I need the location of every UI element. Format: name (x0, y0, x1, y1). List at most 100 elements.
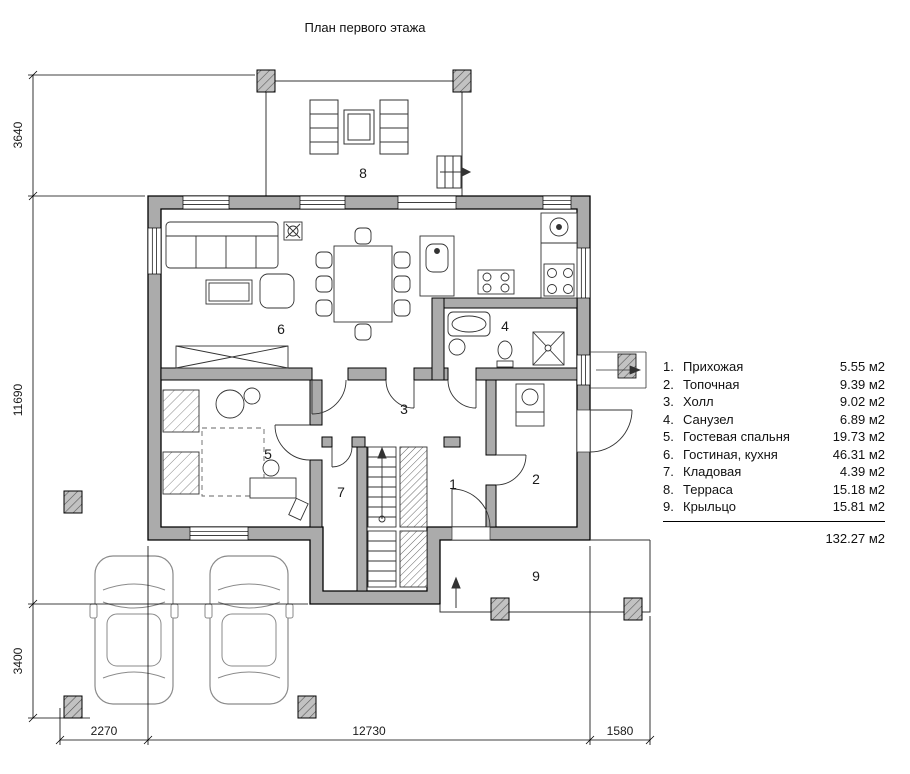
legend-total-area: 132.27 м2 (663, 520, 885, 546)
stool (288, 497, 309, 521)
legend-item-number: 6. (663, 446, 674, 462)
window (189, 526, 249, 541)
dining-table (315, 227, 411, 341)
windows (147, 195, 591, 541)
dimension-bottom: 2270 12730 1580 (55, 546, 655, 745)
porch-column (490, 597, 510, 621)
legend-item-area: 15.18 м2 (832, 481, 885, 497)
door (274, 424, 311, 461)
dim-label-left-middle: 11690 (11, 383, 25, 416)
car (204, 555, 294, 705)
legend-item-name: Крыльцо (683, 499, 737, 514)
canopy-column (617, 353, 637, 379)
window (576, 247, 591, 299)
legend-item-number: 2. (663, 376, 674, 392)
legend-item-name: Кладовая (683, 464, 742, 479)
legend-item-number: 1. (663, 359, 674, 374)
legend-item-area: 5.55 м2 (839, 359, 885, 374)
boiler-equipment (515, 383, 545, 427)
exit-arrow (629, 365, 642, 375)
wardrobe (162, 451, 200, 495)
dim-label-bottom-right: 1580 (607, 724, 634, 738)
living-furniture (165, 212, 578, 369)
room-label-3: 3 (400, 401, 408, 417)
fireplace (283, 221, 303, 241)
door (331, 446, 353, 468)
terrace-column (452, 69, 472, 93)
armchair (259, 273, 295, 309)
planned-bed (201, 427, 265, 497)
room-labels: 1 2 3 4 5 6 7 8 9 (264, 165, 540, 584)
legend-item-area: 9.39 м2 (839, 376, 885, 392)
legend-item-area: 6.89 м2 (839, 411, 885, 427)
tv-cabinet (175, 345, 289, 369)
legend-item: 7. Кладовая 4.39 м2 (663, 465, 885, 479)
terrace-steps (436, 155, 472, 189)
sofa (165, 221, 279, 269)
porch (439, 539, 651, 621)
room-label-8: 8 (359, 165, 367, 181)
window (182, 195, 230, 210)
entrance-door (451, 488, 491, 541)
terrace-furniture (309, 99, 409, 155)
dim-label-bottom-middle: 12730 (352, 724, 386, 738)
round-table (215, 389, 245, 419)
legend-item-name: Топочная (683, 376, 740, 392)
legend-item-name: Прихожая (683, 359, 744, 374)
legend-item-number: 7. (663, 464, 674, 479)
legend-item: 4. Санузел 6.89 м2 (663, 411, 885, 427)
sink (448, 338, 466, 356)
legend-item: 5. Гостевая спальня 19.73 м2 (663, 430, 885, 444)
terrace-door (397, 195, 457, 210)
legend-item: 8. Терраса 15.18 м2 (663, 481, 885, 497)
door (385, 379, 415, 409)
dim-label-left-bottom: 3400 (11, 647, 25, 674)
legend-item: 1. Прихожая 5.55 м2 (663, 360, 885, 374)
legend-item-area: 9.02 м2 (839, 394, 885, 409)
wardrobe (162, 389, 200, 433)
legend-item-name: Гостиная, кухня (683, 446, 778, 462)
dimension-left: 3640 11690 3400 (11, 70, 308, 723)
window (542, 195, 572, 210)
door (495, 454, 527, 486)
room-label-5: 5 (264, 446, 272, 462)
window (576, 354, 591, 386)
legend-item: 6. Гостиная, кухня 46.31 м2 (663, 446, 885, 462)
car (89, 555, 179, 705)
room-label-9: 9 (532, 568, 540, 584)
bathtub (447, 311, 491, 337)
room-label-6: 6 (277, 321, 285, 337)
room-label-1: 1 (449, 476, 457, 492)
window (147, 227, 162, 275)
room-label-4: 4 (501, 318, 509, 334)
legend-item-number: 8. (663, 481, 674, 497)
legend-item-name: Гостевая спальня (683, 429, 790, 444)
legend-item-area: 19.73 м2 (832, 429, 885, 444)
bedroom-furniture (162, 387, 309, 521)
terrace-column (256, 69, 276, 93)
legend-item-name: Санузел (683, 411, 734, 427)
legend-item: 9. Крыльцо 15.81 м2 (663, 500, 885, 514)
entry-arrow (451, 576, 461, 589)
desk (249, 477, 297, 499)
parking-cars (89, 555, 294, 705)
kitchen-island (419, 235, 455, 297)
dim-label-left-top: 3640 (11, 121, 25, 148)
doors (274, 379, 633, 541)
room-legend: 1. Прихожая 5.55 м2 2. Топочная 9.39 м2 … (663, 360, 885, 546)
legend-item-name: Холл (683, 394, 714, 409)
room-label-2: 2 (532, 471, 540, 487)
legend-item-number: 3. (663, 394, 674, 409)
legend-item-number: 4. (663, 411, 674, 427)
stairs (367, 446, 428, 588)
legend-item: 2. Топочная 9.39 м2 (663, 376, 885, 392)
door (447, 379, 477, 409)
interior-walls (160, 297, 578, 592)
chair (262, 459, 280, 477)
legend-item-area: 46.31 м2 (832, 446, 885, 462)
dim-label-bottom-left: 2270 (91, 724, 118, 738)
legend-item-number: 9. (663, 499, 674, 514)
stove (477, 269, 515, 295)
room-label-7: 7 (337, 484, 345, 500)
